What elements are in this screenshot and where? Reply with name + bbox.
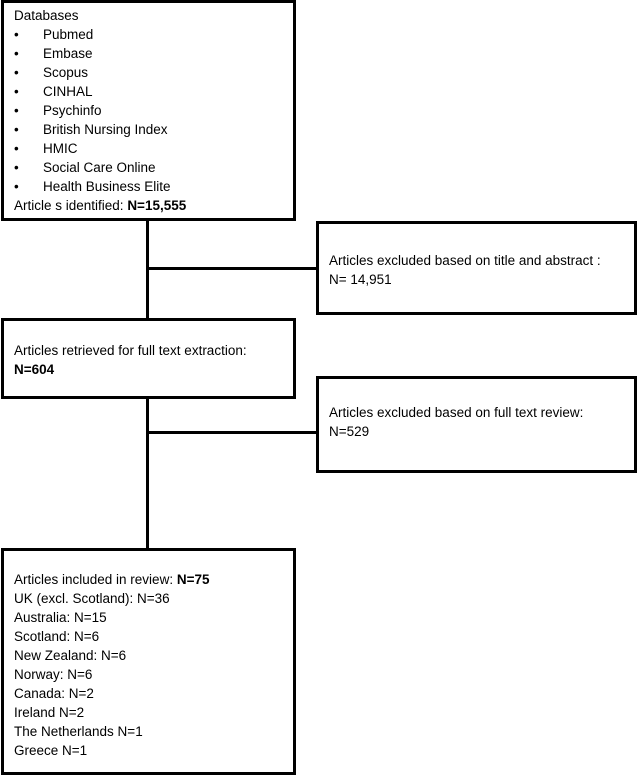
database-name: Embase <box>43 46 93 61</box>
bullet-icon: • <box>14 160 19 175</box>
articles-identified: Article s identified: N=15,555 <box>14 196 186 215</box>
excluded-title-abstract-value: N= 14,951 <box>329 272 392 287</box>
database-name: Scopus <box>43 65 89 80</box>
identified-value: N=15,555 <box>127 198 187 213</box>
database-name: British Nursing Index <box>43 122 168 137</box>
bullet-icon: • <box>14 179 19 194</box>
included-label: Articles included in review: <box>14 572 177 587</box>
bullet-icon: • <box>14 84 19 99</box>
included-box: Articles included in review: N=75 UK (ex… <box>1 548 296 775</box>
database-item: • Health Business Elite <box>14 177 171 196</box>
country-count: New Zealand: N=6 <box>14 648 127 663</box>
database-item: • Pubmed <box>14 25 93 44</box>
country-count: Norway: N=6 <box>14 667 93 682</box>
country-count: The Netherlands N=1 <box>14 724 143 739</box>
country-count: UK (excl. Scotland): N=36 <box>14 591 170 606</box>
database-item: • Embase <box>14 44 93 63</box>
database-name: Psychinfo <box>43 103 102 118</box>
country-count: Ireland N=2 <box>14 705 85 720</box>
excluded-full-text-label: Articles excluded based on full text rev… <box>329 405 584 420</box>
database-item: • British Nursing Index <box>14 120 168 139</box>
database-item: • Psychinfo <box>14 101 102 120</box>
excluded-title-abstract-box: Articles excluded based on title and abs… <box>316 221 637 315</box>
country-count: Scotland: N=6 <box>14 629 100 644</box>
included-heading: Articles included in review: N=75 <box>14 570 209 589</box>
bullet-icon: • <box>14 103 19 118</box>
database-name: CINHAL <box>43 84 93 99</box>
database-item: • Scopus <box>14 63 88 82</box>
database-item: • CINHAL <box>14 82 93 101</box>
databases-heading: Databases <box>14 8 79 23</box>
excluded-full-text-box: Articles excluded based on full text rev… <box>316 376 637 473</box>
database-name: Health Business Elite <box>43 179 171 194</box>
database-name: Social Care Online <box>43 160 156 175</box>
excluded-full-text-value: N=529 <box>329 424 370 439</box>
bullet-icon: • <box>14 65 19 80</box>
bullet-icon: • <box>14 141 19 156</box>
retrieved-box: Articles retrieved for full text extract… <box>1 318 296 399</box>
retrieved-value: N=604 <box>14 362 55 377</box>
included-value: N=75 <box>176 572 210 587</box>
country-count: Greece N=1 <box>14 743 88 758</box>
country-count: Canada: N=2 <box>14 686 94 701</box>
database-item: • HMIC <box>14 139 78 158</box>
database-name: Pubmed <box>43 27 94 42</box>
country-count: Australia: N=15 <box>14 610 107 625</box>
bullet-icon: • <box>14 27 19 42</box>
connector-horizontal-1 <box>146 267 318 270</box>
bullet-icon: • <box>14 46 19 61</box>
identified-label: Article s identified: <box>14 198 128 213</box>
database-item: • Social Care Online <box>14 158 156 177</box>
connector-horizontal-2 <box>146 431 318 434</box>
retrieved-label: Articles retrieved for full text extract… <box>14 343 247 358</box>
databases-box: Databases • Pubmed • Embase • Scopus • CINHAL • P… <box>1 0 296 221</box>
excluded-title-abstract-label: Articles excluded based on title and abs… <box>329 253 601 268</box>
connector-vertical-2 <box>146 396 149 550</box>
bullet-icon: • <box>14 122 19 137</box>
database-name: HMIC <box>43 141 78 156</box>
